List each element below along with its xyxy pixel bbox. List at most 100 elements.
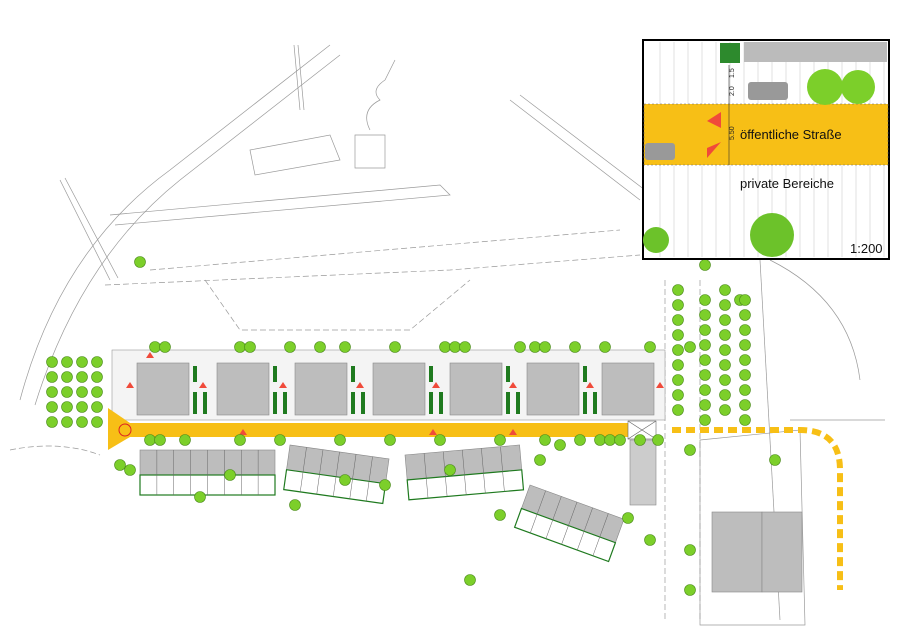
tree bbox=[672, 299, 684, 311]
hedge bbox=[193, 366, 197, 382]
tree bbox=[434, 434, 446, 446]
tree bbox=[699, 309, 711, 321]
tree bbox=[739, 399, 751, 411]
public-road bbox=[108, 408, 628, 450]
tree bbox=[234, 434, 246, 446]
tree bbox=[144, 434, 156, 446]
tree bbox=[289, 499, 301, 511]
tree bbox=[384, 434, 396, 446]
tree bbox=[614, 434, 626, 446]
building bbox=[372, 362, 426, 416]
building bbox=[526, 362, 580, 416]
tree bbox=[91, 371, 103, 383]
lower-buildings bbox=[139, 444, 625, 563]
tree bbox=[464, 574, 476, 586]
road-end-cross bbox=[627, 420, 657, 440]
tree bbox=[644, 341, 656, 353]
inset-building bbox=[744, 42, 887, 62]
dim-parking: 2.0 bbox=[729, 86, 736, 96]
tree bbox=[61, 416, 73, 428]
hedge bbox=[283, 392, 287, 414]
tree bbox=[389, 341, 401, 353]
tree bbox=[554, 439, 566, 451]
tree bbox=[699, 294, 711, 306]
tree bbox=[699, 414, 711, 426]
tree bbox=[719, 359, 731, 371]
hedge bbox=[593, 392, 597, 414]
marker bbox=[126, 382, 134, 388]
hedge bbox=[203, 392, 207, 414]
inset-tree bbox=[750, 213, 794, 257]
inset-marker-1 bbox=[707, 112, 721, 128]
inset-hedge bbox=[720, 43, 740, 63]
tree bbox=[224, 469, 236, 481]
tree bbox=[529, 341, 541, 353]
tree bbox=[599, 341, 611, 353]
tree bbox=[684, 584, 696, 596]
tree bbox=[91, 386, 103, 398]
building bbox=[294, 362, 348, 416]
tree bbox=[61, 386, 73, 398]
tree bbox=[179, 434, 191, 446]
hedge bbox=[583, 366, 587, 382]
hedge bbox=[439, 392, 443, 414]
tree bbox=[494, 434, 506, 446]
tree bbox=[154, 434, 166, 446]
red-markers bbox=[126, 352, 664, 435]
tree bbox=[699, 354, 711, 366]
tree bbox=[449, 341, 461, 353]
tree bbox=[594, 434, 606, 446]
marker bbox=[432, 382, 440, 388]
marker bbox=[509, 429, 517, 435]
tree bbox=[76, 416, 88, 428]
hedge bbox=[506, 366, 510, 382]
tree bbox=[539, 341, 551, 353]
tree bbox=[684, 341, 696, 353]
hedge bbox=[583, 392, 587, 414]
hedge bbox=[351, 392, 355, 414]
tree bbox=[652, 434, 664, 446]
tree bbox=[534, 454, 546, 466]
tree bbox=[672, 389, 684, 401]
tree bbox=[672, 284, 684, 296]
tree bbox=[194, 491, 206, 503]
tree bbox=[672, 314, 684, 326]
tree bbox=[739, 294, 751, 306]
tree bbox=[339, 341, 351, 353]
marker bbox=[146, 352, 154, 358]
tree bbox=[699, 384, 711, 396]
tree bbox=[284, 341, 296, 353]
tree bbox=[46, 401, 58, 413]
tree bbox=[684, 544, 696, 556]
shed-building bbox=[404, 444, 525, 501]
tree bbox=[46, 416, 58, 428]
tree bbox=[244, 341, 256, 353]
turnaround-marker bbox=[118, 423, 132, 437]
marker bbox=[356, 382, 364, 388]
tree bbox=[134, 256, 146, 268]
tree bbox=[234, 341, 246, 353]
marker bbox=[199, 382, 207, 388]
building-east-2 bbox=[761, 511, 803, 593]
hedge bbox=[429, 392, 433, 414]
tree bbox=[149, 341, 161, 353]
tree bbox=[699, 259, 711, 271]
shed-building bbox=[513, 484, 625, 563]
building bbox=[216, 362, 270, 416]
road-dashed-extension bbox=[672, 427, 843, 590]
marker bbox=[429, 429, 437, 435]
hedge bbox=[193, 392, 197, 414]
tree bbox=[719, 314, 731, 326]
marker bbox=[586, 382, 594, 388]
scale-label: 1:200 bbox=[850, 241, 883, 256]
tree bbox=[574, 434, 586, 446]
dim-road: 5.50 bbox=[729, 126, 736, 140]
tree bbox=[379, 479, 391, 491]
tree bbox=[672, 404, 684, 416]
street-label: öffentliche Straße bbox=[740, 127, 842, 142]
hedge bbox=[429, 366, 433, 382]
trees bbox=[46, 256, 781, 596]
tree bbox=[719, 389, 731, 401]
inset-detail: 1.5 2.0 5.50 öffentliche Straße private … bbox=[642, 39, 890, 260]
